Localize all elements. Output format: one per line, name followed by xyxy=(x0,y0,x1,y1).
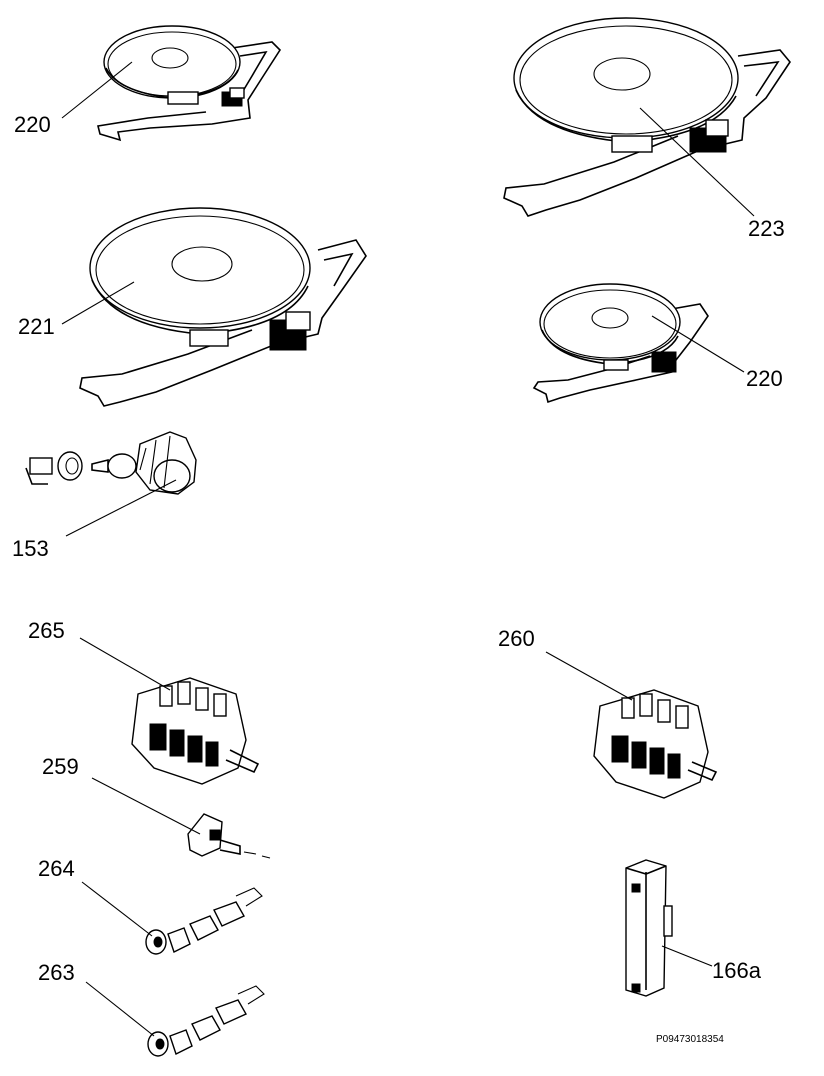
part-label-264: 264 xyxy=(38,856,75,881)
leader-153 xyxy=(65,479,177,537)
component-263 xyxy=(147,985,265,1057)
component-264 xyxy=(145,887,263,955)
part-label-153: 153 xyxy=(12,536,49,561)
hotplate-220-top xyxy=(97,25,282,142)
leader-166a xyxy=(661,945,713,967)
leader-259 xyxy=(91,777,201,835)
component-259 xyxy=(187,813,271,859)
knob-153 xyxy=(25,431,197,495)
hotplate-223 xyxy=(503,17,791,217)
part-label-166a: 166a xyxy=(712,958,762,983)
part-label-260: 260 xyxy=(498,626,535,651)
leader-260 xyxy=(545,651,633,701)
hotplate-221 xyxy=(79,207,367,407)
part-label-265: 265 xyxy=(28,618,65,643)
leader-220-top xyxy=(61,61,133,119)
leader-263 xyxy=(85,981,155,1037)
switch-265 xyxy=(131,677,260,785)
leader-223 xyxy=(639,107,755,217)
part-label-220-top: 220 xyxy=(14,112,51,137)
switch-260 xyxy=(593,689,718,799)
leader-221 xyxy=(61,281,135,325)
hotplate-220-right xyxy=(532,283,709,404)
component-166a xyxy=(625,859,673,997)
leader-264 xyxy=(81,881,153,937)
part-label-263: 263 xyxy=(38,960,75,985)
part-label-221: 221 xyxy=(18,314,55,339)
leader-265 xyxy=(79,637,171,691)
part-label-259: 259 xyxy=(42,754,79,779)
reference-code: P09473018354 xyxy=(656,1034,724,1045)
part-label-223: 223 xyxy=(748,216,785,241)
part-label-220-right: 220 xyxy=(746,366,783,391)
leader-220-right xyxy=(651,315,745,373)
